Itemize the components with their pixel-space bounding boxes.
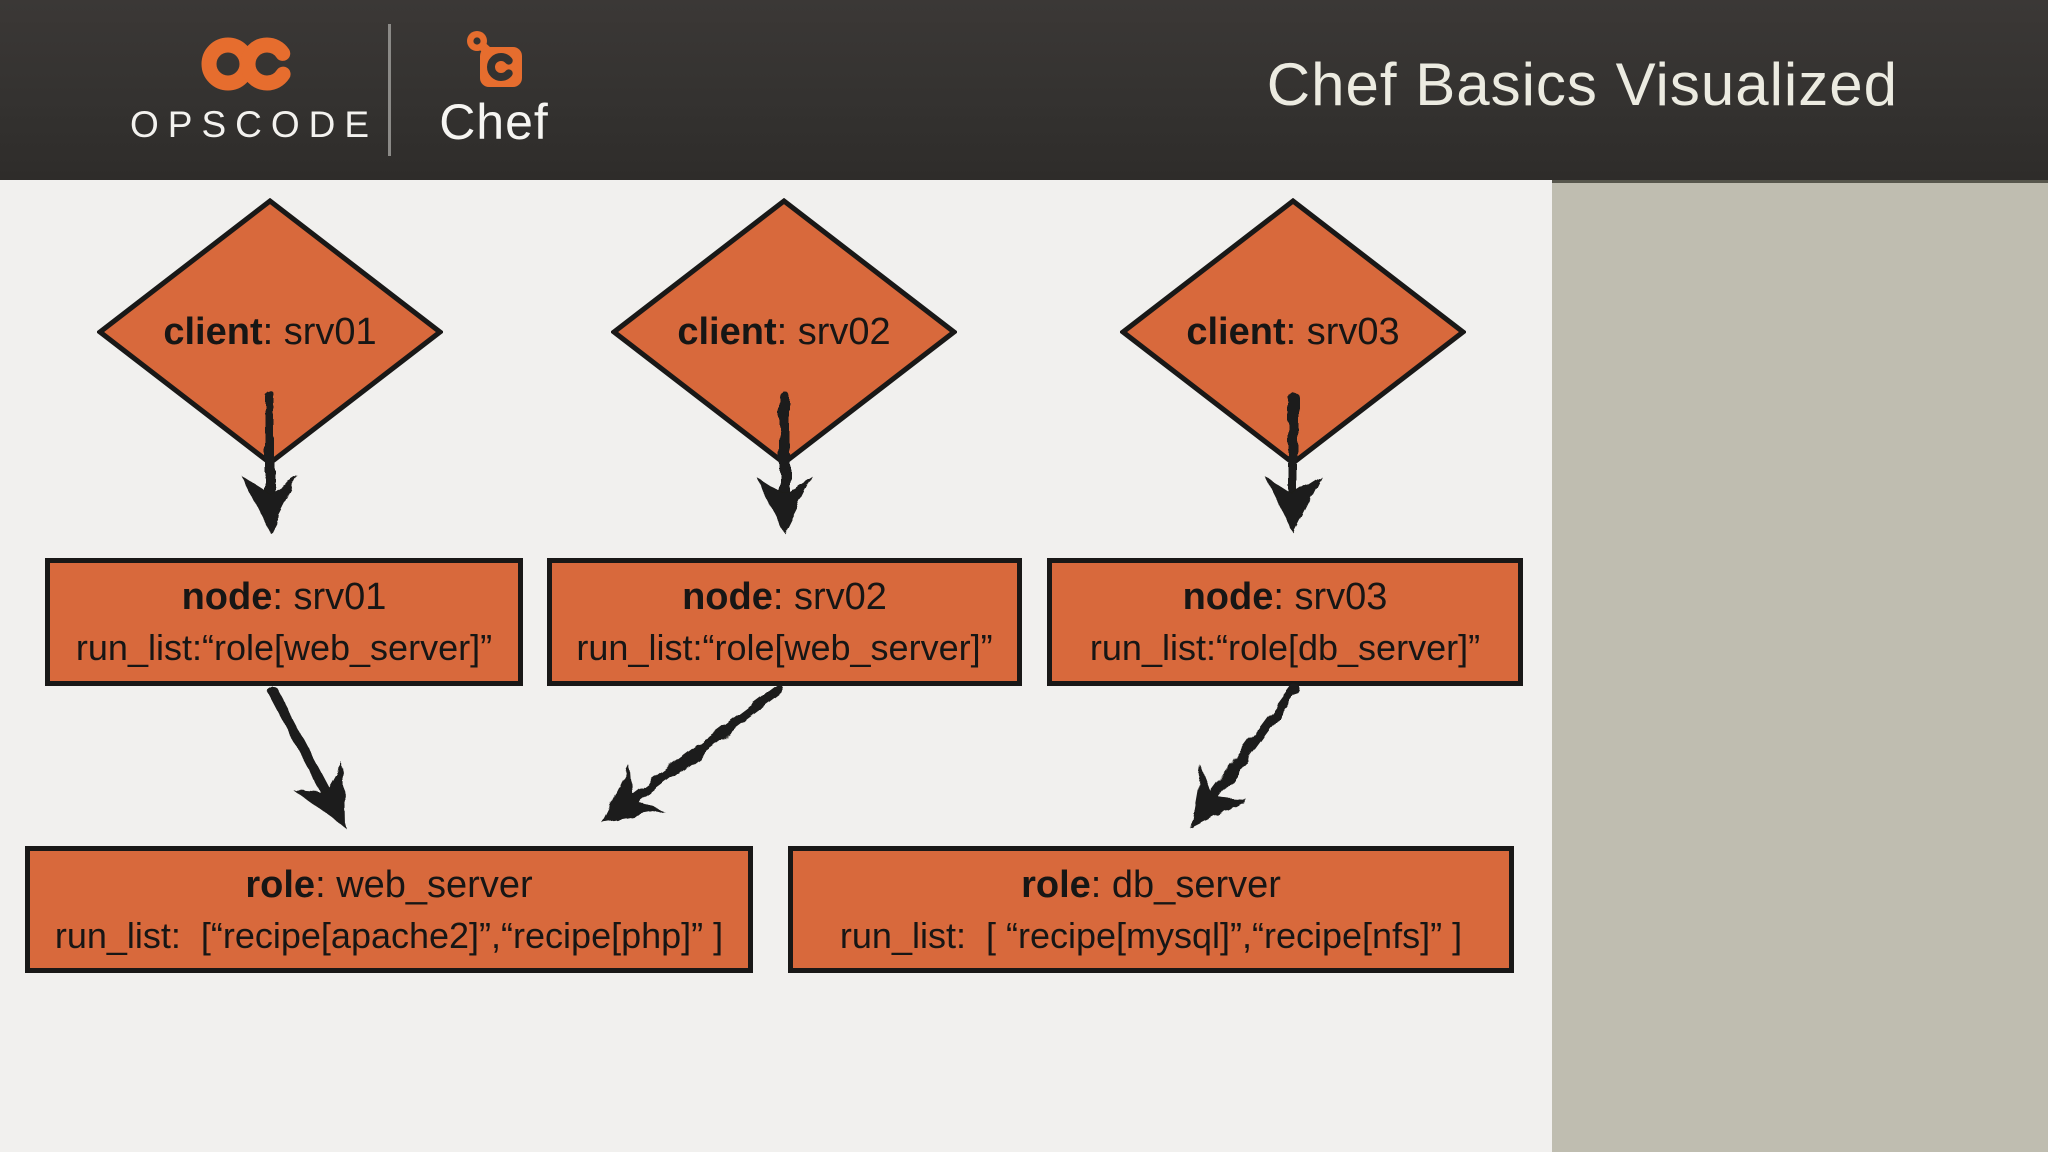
role-name: : db_server [1090, 863, 1281, 906]
role-box-db-server: role: db_server run_list: [ “recipe[mysq… [788, 846, 1514, 973]
arrow-node1-to-role1 [267, 685, 345, 827]
role-title: role: db_server [1021, 859, 1281, 911]
chef-key-icon [467, 31, 522, 87]
chef-logo: Chef [409, 29, 579, 151]
client-kind: client [163, 310, 263, 353]
client-label: client: srv03 [1120, 198, 1466, 466]
client-diamond-srv03: client: srv03 [1120, 198, 1466, 466]
node-run-list: run_list:“role[web_server]” [75, 627, 493, 668]
node-title: node: srv03 [1183, 571, 1388, 623]
role-kind: role [1021, 863, 1091, 906]
arrow-node3-to-role2 [1190, 683, 1299, 829]
node-name: : srv02 [772, 576, 887, 618]
client-label: client: srv02 [611, 198, 957, 466]
client-diamond-srv02: client: srv02 [611, 198, 957, 466]
role-name: : web_server [315, 863, 533, 906]
node-box-srv01: node: srv01 run_list:“role[web_server]” [45, 558, 523, 686]
client-kind: client [1186, 310, 1286, 353]
opscode-wordmark: OPSCODE [130, 104, 379, 145]
client-name: : srv03 [1285, 310, 1400, 353]
chef-wordmark: Chef [439, 94, 549, 150]
node-name: : srv03 [1273, 576, 1388, 618]
client-label: client: srv01 [97, 198, 443, 466]
brand-area: OPSCODE Chef [130, 12, 579, 168]
header-bar: OPSCODE Chef Chef Basics Visualized [0, 0, 2048, 180]
role-run-list: run_list: [ “recipe[mysql]”,“recipe[nfs]… [839, 914, 1463, 956]
node-kind: node [181, 576, 273, 618]
slide-title: Chef Basics Visualized [1266, 51, 1898, 118]
side-panel [1552, 180, 2048, 1152]
node-run-list: run_list:“role[db_server]” [1089, 627, 1481, 668]
node-box-srv03: node: srv03 run_list:“role[db_server]” [1047, 558, 1523, 686]
role-box-web-server: role: web_server run_list: [“recipe[apac… [25, 846, 753, 973]
client-name: : srv01 [262, 310, 377, 353]
brand-divider [388, 24, 391, 156]
node-name: : srv01 [272, 576, 387, 618]
opscode-oc-icon [201, 37, 294, 91]
client-name: : srv02 [776, 310, 891, 353]
arrow-node2-to-role1 [601, 685, 784, 823]
client-diamond-srv01: client: srv01 [97, 198, 443, 466]
role-kind: role [245, 863, 316, 906]
node-box-srv02: node: srv02 run_list:“role[web_server]” [547, 558, 1022, 686]
node-title: node: srv01 [182, 571, 387, 623]
client-kind: client [677, 310, 777, 353]
node-title: node: srv02 [682, 571, 887, 623]
opscode-logo: OPSCODE [130, 34, 370, 146]
role-title: role: web_server [245, 859, 532, 911]
node-run-list: run_list:“role[web_server]” [576, 627, 993, 668]
role-run-list: run_list: [“recipe[apache2]”,“recipe[php… [54, 914, 724, 956]
node-kind: node [1182, 576, 1274, 618]
node-kind: node [682, 576, 773, 618]
